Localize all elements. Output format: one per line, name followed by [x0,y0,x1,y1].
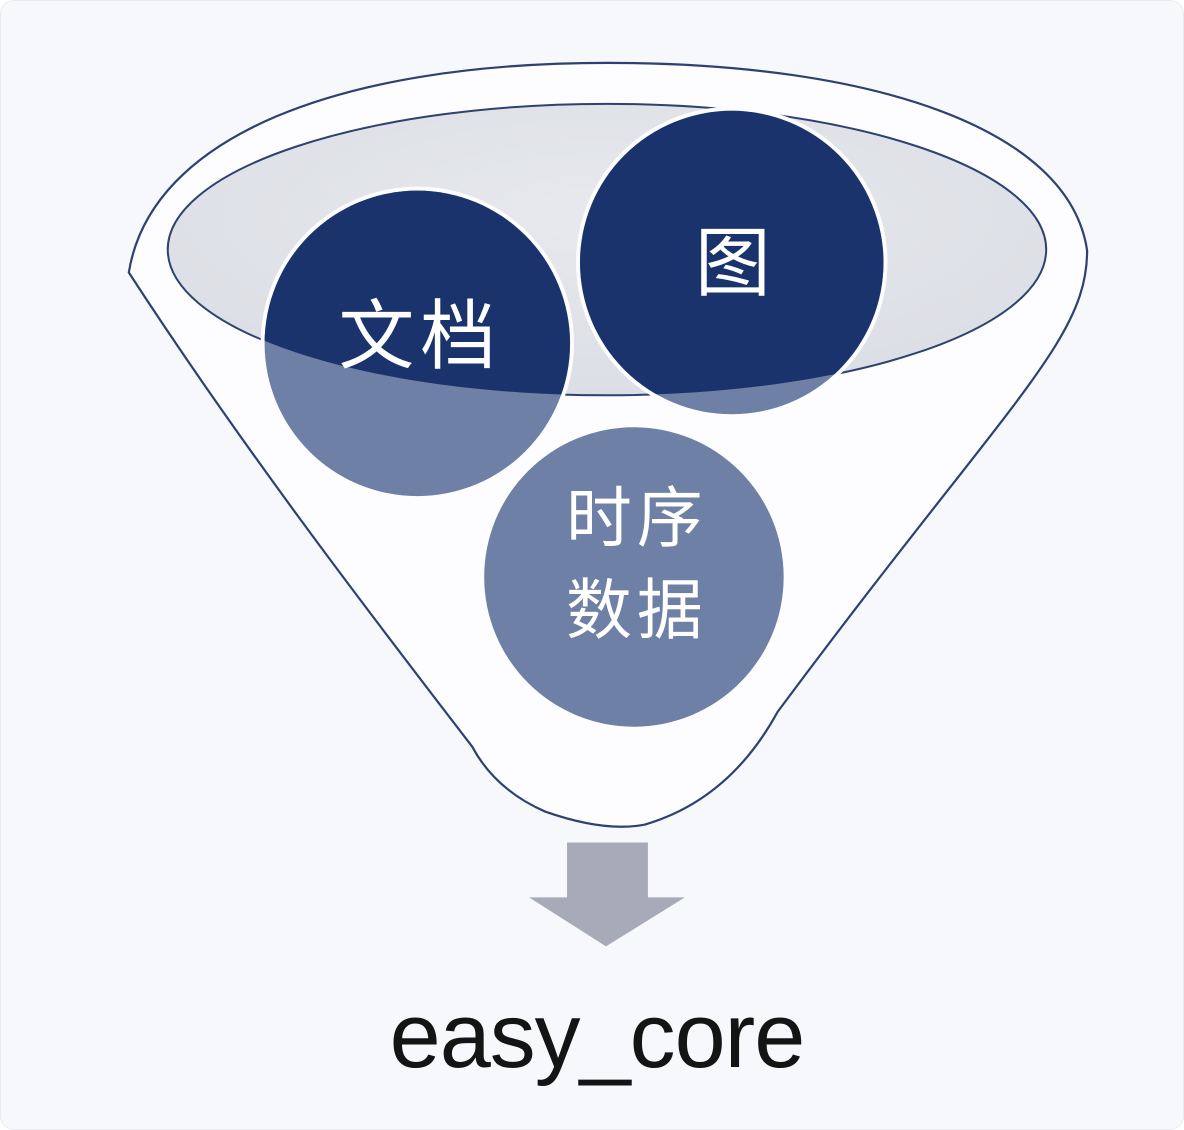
circle-timeseries-label-line2: 数据 [566,572,708,649]
circle-timeseries-faded [484,427,784,727]
circle-documents-dark [264,190,571,396]
circle-graph-dark [580,110,884,396]
circle-graph-label: 图 [695,219,777,307]
dark-circle-group [264,110,884,396]
circle-timeseries-label-line1: 时序 [566,480,708,557]
circle-documents-label: 文档 [338,292,502,380]
output-label: easy_core [390,985,805,1087]
down-arrow-icon [529,842,685,947]
